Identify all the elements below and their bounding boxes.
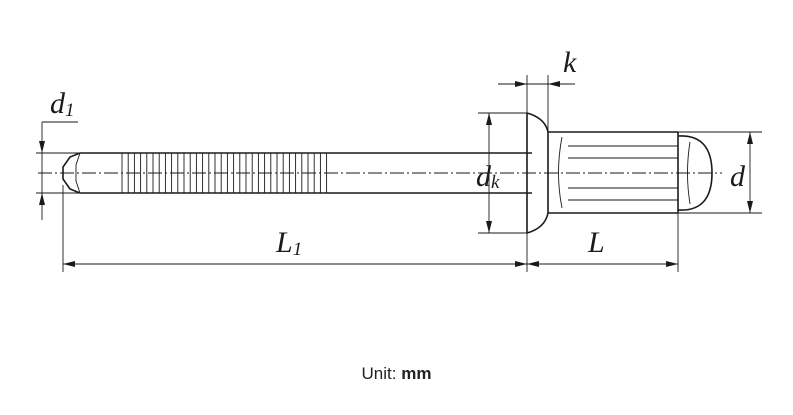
rivet-head xyxy=(526,112,549,234)
rivet-body xyxy=(548,131,679,214)
dimension-d1 xyxy=(36,121,80,220)
label-L: L xyxy=(587,226,605,259)
unit-value: mm xyxy=(401,364,432,383)
label-L1: L1 xyxy=(275,226,302,260)
dimension-k xyxy=(498,75,575,132)
unit-prefix: Unit: xyxy=(361,364,402,383)
dimension-dk xyxy=(478,112,527,234)
dimension-d xyxy=(678,131,762,214)
dimension-L xyxy=(527,213,679,272)
label-dk: dk xyxy=(476,160,500,193)
mandrel-shank xyxy=(62,152,532,194)
label-d: d xyxy=(730,160,746,193)
blind-rivet-diagram: d1 k dk d L1 L xyxy=(36,46,762,272)
mandrel-knurl xyxy=(121,153,328,193)
unit-caption: Unit: mm xyxy=(0,364,793,384)
mandrel-ball-end xyxy=(677,135,713,211)
label-k: k xyxy=(563,46,577,79)
dimension-L1 xyxy=(62,185,528,272)
label-d1: d1 xyxy=(50,87,75,121)
